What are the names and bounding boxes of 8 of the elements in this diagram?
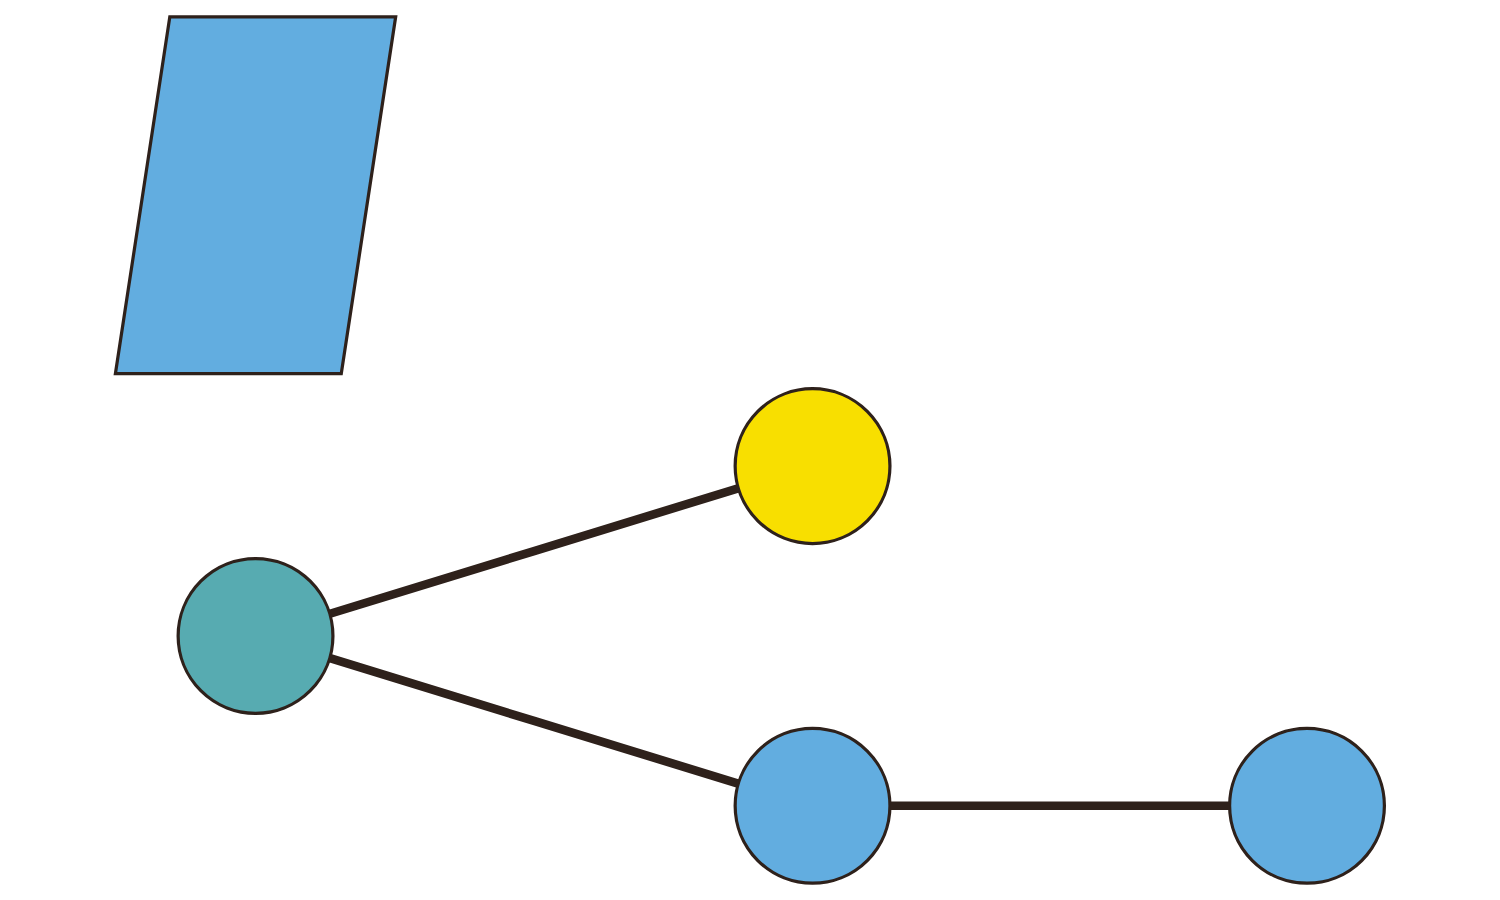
connector: [328, 654, 740, 788]
connector: [890, 801, 1230, 811]
node-circle: [733, 387, 892, 546]
node-circle: [176, 556, 335, 715]
node-circle: [1228, 726, 1386, 885]
connector: [328, 484, 740, 618]
node-parallelogram: [113, 15, 398, 376]
node-circle: [733, 726, 892, 885]
